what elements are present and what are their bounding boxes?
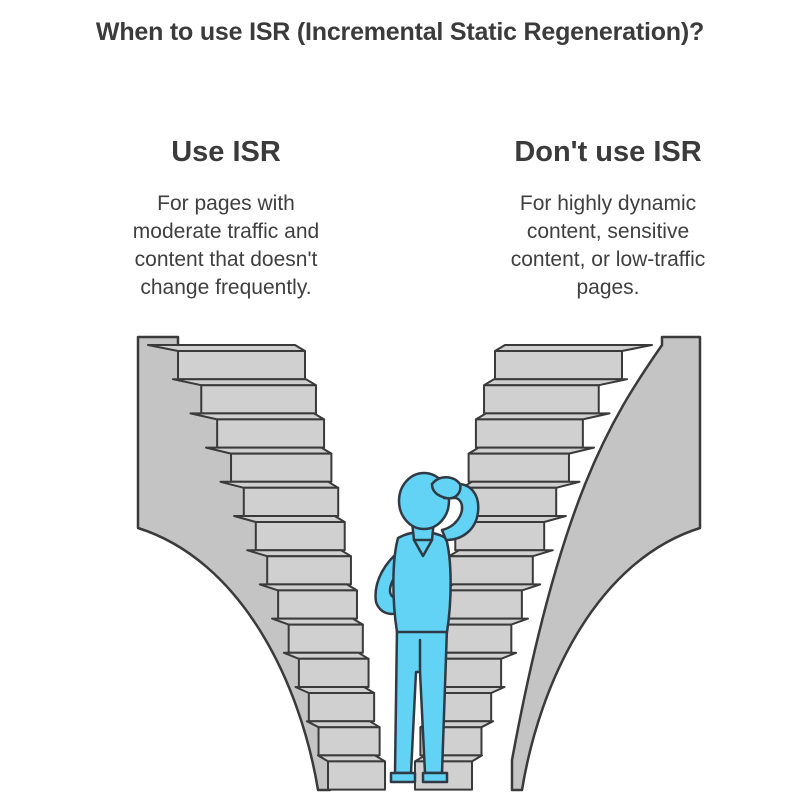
left-step-riser <box>200 384 317 415</box>
dont-use-isr-line-1: For highly dynamic <box>519 192 697 215</box>
dont-use-isr-description: For highly dynamic content, sensitive co… <box>458 190 758 302</box>
left-step-riser <box>297 657 370 688</box>
dont-use-isr-column: Don't use ISR For highly dynamic content… <box>458 132 758 302</box>
use-isr-line-1: For pages with <box>157 192 295 215</box>
use-isr-line-3: content that doesn't <box>134 248 318 271</box>
thinking-person-icon <box>374 471 480 784</box>
right-wall-shape <box>510 335 702 792</box>
dont-use-isr-line-3: content, or low-traffic <box>510 248 706 271</box>
left-step-riser <box>266 555 352 586</box>
right-step-riser <box>474 418 584 449</box>
right-step-riser <box>483 384 600 415</box>
use-isr-column: Use ISR For pages with moderate traffic … <box>76 132 376 302</box>
left-step-riser <box>216 418 326 449</box>
right-stair-side-wall <box>510 335 702 792</box>
left-step-riser <box>287 623 364 654</box>
dont-use-isr-line-2: content, sensitive <box>526 220 690 243</box>
right-step-riser <box>448 555 534 586</box>
left-step-riser <box>307 692 376 723</box>
use-isr-heading: Use ISR <box>171 136 281 168</box>
right-step-riser <box>467 452 570 483</box>
use-isr-line-4: change frequently. <box>140 276 312 299</box>
left-staircase <box>147 344 386 791</box>
right-step-riser <box>436 623 513 654</box>
use-isr-description: For pages with moderate traffic and cont… <box>76 190 376 302</box>
right-step-riser <box>494 350 623 381</box>
use-isr-line-2: moderate traffic and <box>132 220 320 243</box>
left-step-riser <box>317 726 381 757</box>
diagram-title: When to use ISR (Incremental Static Rege… <box>95 18 705 46</box>
dont-use-isr-line-4: pages. <box>576 276 640 299</box>
left-step-riser <box>177 350 306 381</box>
right-staircase <box>414 344 653 791</box>
dont-use-isr-heading: Don't use ISR <box>514 136 702 168</box>
left-step-riser <box>230 452 333 483</box>
right-step-riser <box>442 589 523 620</box>
left-step-riser <box>277 589 358 620</box>
left-step-riser <box>327 760 386 791</box>
left-step-riser <box>242 486 340 517</box>
left-step-riser <box>254 521 346 552</box>
